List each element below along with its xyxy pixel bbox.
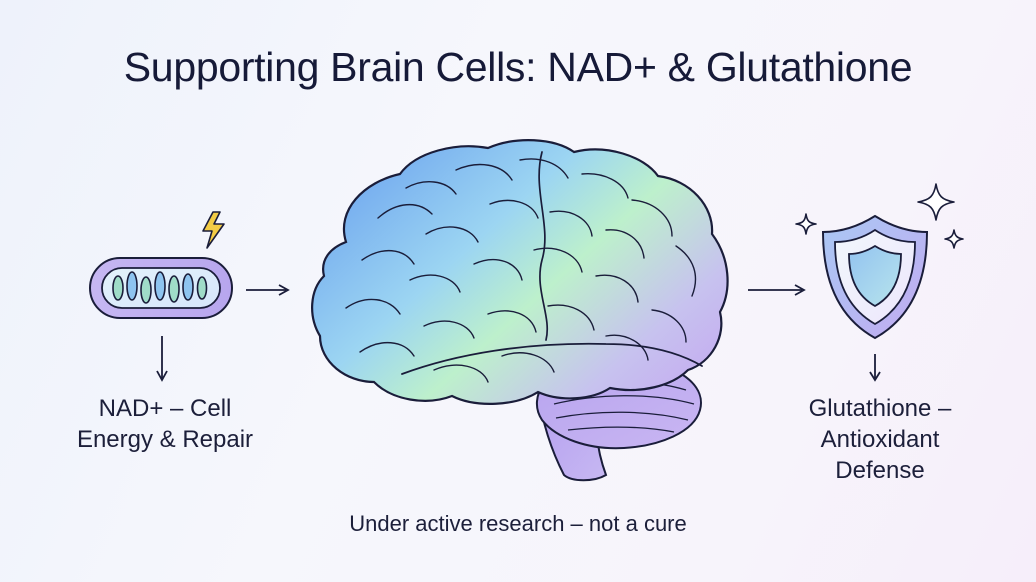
footnote: Under active research – not a cure <box>349 511 687 536</box>
brain-icon <box>311 139 729 482</box>
arrow-down-glutathione <box>869 354 881 382</box>
lightning-bolt-icon <box>202 211 225 249</box>
glutathione-label: Glutathione – Antioxidant Defense <box>808 395 952 484</box>
arrow-right-to-shield <box>748 284 806 296</box>
mitochondrion-icon <box>89 257 233 319</box>
arrow-right-to-brain <box>246 284 290 296</box>
diagram-title: Supporting Brain Cells: NAD+ & Glutathio… <box>123 44 913 90</box>
arrow-down-nad <box>156 336 168 382</box>
sparkle-icon <box>795 183 964 249</box>
shield-icon <box>821 214 929 340</box>
nad-label: NAD+ – Cell Energy & Repair <box>76 395 254 453</box>
